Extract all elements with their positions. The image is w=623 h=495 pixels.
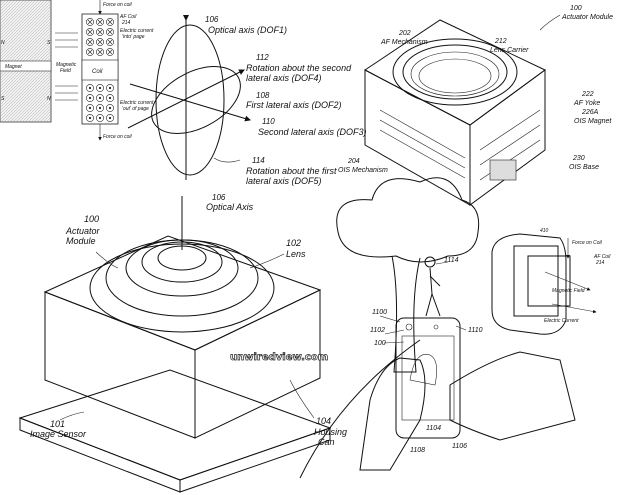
first-lateral-axis-label: First lateral axis (DOF2) bbox=[246, 100, 342, 110]
rotation-ellipse-2 bbox=[140, 53, 251, 148]
dot-mark bbox=[109, 87, 111, 89]
housing-can bbox=[45, 292, 195, 438]
dot-mark bbox=[99, 117, 101, 119]
ois-base-label: OIS Base bbox=[569, 164, 599, 171]
pole-n-bottom: N bbox=[47, 96, 51, 102]
person-figure bbox=[425, 257, 440, 316]
phone-screen bbox=[402, 336, 454, 420]
num-222: 222 bbox=[581, 91, 594, 98]
watermark: unwiredview.com bbox=[230, 352, 328, 363]
dot-mark bbox=[99, 107, 101, 109]
rotation-ellipse-1 bbox=[156, 25, 224, 175]
dot-mark bbox=[89, 107, 91, 109]
af-coil-inset-num: 214 bbox=[595, 260, 605, 266]
force-on-coil-top: Force on coil bbox=[103, 2, 133, 8]
num-1114: 1114 bbox=[444, 257, 459, 264]
num-1108: 1108 bbox=[410, 447, 425, 454]
num-100-phone: 100 bbox=[374, 340, 386, 347]
magnetic-field-label: MagneticField bbox=[56, 62, 77, 74]
num-110: 110 bbox=[262, 117, 275, 126]
num-102: 102 bbox=[286, 238, 301, 248]
lens-label: Lens bbox=[286, 249, 306, 259]
num-106-top: 106 bbox=[205, 15, 219, 24]
num-106-camera: 106 bbox=[212, 193, 226, 202]
right-hand bbox=[450, 352, 575, 440]
num-100-camera: 100 bbox=[84, 214, 99, 224]
num-204: 204 bbox=[347, 158, 360, 165]
actuator-module-camera-label: ActuatorModule bbox=[65, 226, 101, 246]
electric-current-inset: Electric Current bbox=[544, 318, 579, 324]
pole-n-top: N bbox=[1, 40, 5, 46]
num-202: 202 bbox=[398, 30, 411, 37]
force-on-coil-inset: Force on Coil bbox=[572, 240, 603, 246]
dot-mark bbox=[109, 97, 111, 99]
num-1104: 1104 bbox=[426, 425, 441, 432]
camera-module-drawing: 106 Optical Axis 100 ActuatorModule 102 … bbox=[20, 193, 347, 492]
magnet-coil-panel: Magnet N S S N MagneticField Coil Force … bbox=[0, 0, 154, 140]
image-sensor-label: Image Sensor bbox=[30, 429, 87, 439]
num-230: 230 bbox=[572, 155, 585, 162]
num-1100: 1100 bbox=[372, 309, 387, 316]
second-lateral-axis-label: Second lateral axis (DOF3) bbox=[258, 127, 367, 137]
force-on-coil-bottom: Force on coil bbox=[103, 134, 133, 140]
num-101: 101 bbox=[50, 419, 65, 429]
dot-mark bbox=[109, 117, 111, 119]
dot-mark bbox=[89, 117, 91, 119]
magnetic-field-inset: Magnetic Field bbox=[552, 288, 585, 294]
lens-carrier-label: Lens Carrier bbox=[490, 47, 529, 54]
coil-label: Coil bbox=[92, 69, 103, 75]
rotation-first-lateral-label: Rotation about the firstlateral axis (DO… bbox=[246, 166, 337, 186]
af-yoke-label: AF Yoke bbox=[573, 100, 600, 107]
num-1102: 1102 bbox=[370, 327, 385, 334]
num-1110: 1110 bbox=[468, 327, 483, 334]
current-into-page-label: Electric current'into' page bbox=[120, 28, 154, 40]
num-108: 108 bbox=[256, 91, 270, 100]
magnet-label: Magnet bbox=[5, 64, 22, 70]
af-coil-number: 214 bbox=[121, 20, 131, 26]
num-410: 410 bbox=[540, 228, 549, 234]
actuator-module-drawing: 100 Actuator Module 202 AF Mechanism 212… bbox=[338, 5, 613, 205]
num-100-top-right: 100 bbox=[570, 5, 582, 12]
tree-canopy bbox=[337, 178, 479, 262]
dot-mark bbox=[99, 97, 101, 99]
num-112: 112 bbox=[256, 53, 269, 62]
num-212: 212 bbox=[494, 38, 507, 45]
num-1106: 1106 bbox=[452, 443, 467, 450]
ois-mechanism-label: OIS Mechanism bbox=[338, 167, 388, 174]
current-out-of-page-label: Electric current'out' of page bbox=[120, 100, 154, 112]
ois-magnet-label: OIS Magnet bbox=[574, 118, 612, 125]
rotation-second-lateral-label: Rotation about the secondlateral axis (D… bbox=[246, 63, 352, 83]
image-sensor-plate bbox=[20, 370, 330, 480]
dot-mark bbox=[99, 87, 101, 89]
dot-mark bbox=[89, 97, 91, 99]
actuator-module-label: Actuator Module bbox=[561, 14, 613, 21]
dot-mark bbox=[109, 107, 111, 109]
num-104: 104 bbox=[316, 416, 331, 426]
optical-axis-camera-label: Optical Axis bbox=[206, 202, 254, 212]
af-mechanism-label: AF Mechanism bbox=[380, 39, 428, 46]
dot-mark bbox=[89, 87, 91, 89]
num-114: 114 bbox=[252, 156, 265, 165]
num-226a: 226A bbox=[581, 109, 599, 116]
optical-axis-dof1-label: Optical axis (DOF1) bbox=[208, 25, 287, 35]
coil-detail-inset: Force on Coil AF Coil 214 Magnetic Field… bbox=[492, 228, 611, 334]
phone-camera-lens bbox=[406, 324, 412, 330]
dof-axes-diagram: 106 Optical axis (DOF1) 112 Rotation abo… bbox=[128, 15, 367, 186]
